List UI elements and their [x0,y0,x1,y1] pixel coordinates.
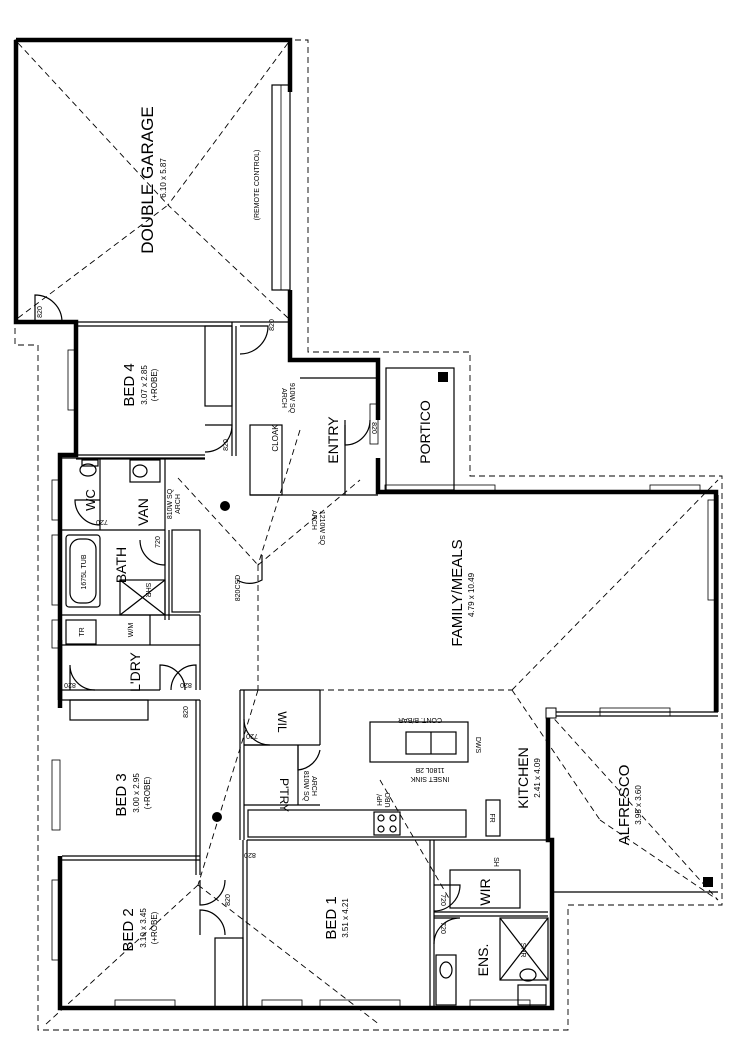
ens-name: ENS. [475,944,491,977]
bed2-name: BED 2 [120,908,137,951]
kitchen-ubo: UBO [385,792,392,808]
garage-name: DOUBLE GARAGE [138,106,157,253]
bed3-robe: (+ROBE) [143,776,152,809]
dim-arch-ptry-a: 810W SQ [302,771,309,802]
dim-arch-1210-b: ARCH [310,510,317,530]
kitchen-fr: FR [488,813,495,822]
kitchen-sink1: 1180L 2B [415,766,445,773]
kitchen-sink2: INSET SINK [410,775,449,782]
smoke-detectors [212,372,713,887]
bath-tub: 1675L TUB [81,554,88,589]
kitchen-hp: HP/ [377,794,384,806]
windows [51,349,717,1009]
garage-note: (REMOTE CONTROL) [254,150,261,221]
garage-door [271,84,291,291]
family-size: 4.79 x 10.49 [467,572,476,617]
family-name: FAMILY/MEALS [449,539,466,646]
van-name: VAN [135,498,151,526]
dim-820-bed4: 820 [269,319,276,331]
ldry-tr: TR [79,627,86,636]
dim-820-garage: 820 [37,306,44,318]
dim-arch-ptry-b: ARCH [310,776,317,796]
dim-arch-910-a: 910W SQ [288,383,295,414]
eave-outline [14,39,723,1031]
alfresco-size: 3.95 x 3.60 [634,785,643,825]
dim-820-bed2: 820 [244,851,256,858]
wc-name: WC [83,489,98,511]
ptry-name: P'TRY [277,778,291,812]
dim-arch-van-b: ARCH [175,494,182,514]
garage-size: 6.10 x 5.87 [159,158,168,198]
bed1-name: BED 1 [323,896,340,939]
kitchen-name: KITCHEN [515,747,531,808]
bed3-name: BED 3 [113,773,130,816]
bath-shr: SHR [144,583,151,598]
wir-sh: SH [492,857,499,867]
bed4-robe: (+ROBE) [150,368,159,401]
door-swings [34,294,461,945]
bed1-size: 3.51 x 4.21 [341,898,350,938]
bed3-size: 3.00 x 2.95 [132,773,141,813]
ens-shr: SHR [519,943,526,958]
dim-720-wil: 720 [246,732,258,739]
kitchen-dws: DWS [474,737,481,754]
cloak-name: CLOAK [271,424,280,452]
ldry-wm: W/M [128,623,135,638]
dim-arch-1210-a: 1210W SQ [318,511,325,546]
bath-name: BATH [113,547,129,583]
dim-arch-910-b: ARCH [280,388,287,408]
portico-name: PORTICO [417,400,433,464]
dim-720-wc: 720 [96,518,108,525]
dim-820-ldry-b: 820 [180,681,192,688]
dim-720-wir: 720 [439,894,446,906]
kitchen-size: 2.41 x 4.09 [533,758,542,798]
dim-720-ens: 720 [439,922,446,934]
entry-name: ENTRY [325,416,341,464]
dim-820-bed4b: 820 [223,439,230,451]
dim-720-bath: 720 [155,536,162,548]
bed2-size: 3.10 x 3.45 [139,908,148,948]
dim-arch-van-a: 810W SQ [167,488,174,519]
bed4-size: 3.07 x 2.85 [140,365,149,405]
alfresco-name: ALFRESCO [616,765,633,846]
dim-820-ldry-a: 820 [64,681,76,688]
kitchen-bar: CONT. B/BAR [398,716,442,723]
dim-820-entry: 820 [370,422,377,434]
dimension-notes: 820 820 820 820 910W SQ ARCH 1210W SQ AR… [37,306,446,934]
dim-820-bed2b: 820 [225,894,232,906]
roof-hip-lines [17,42,719,1026]
wir-name: WIR [477,878,493,905]
exterior-walls [13,37,719,1011]
bed4-name: BED 4 [121,363,138,406]
bed2-robe: (+ROBE) [150,911,159,944]
dim-csd: 820CSD [235,575,242,601]
wil-name: WIL [275,711,289,733]
ldry-name: L'DRY [127,651,143,691]
room-labels: DOUBLE GARAGE 6.10 x 5.87 (REMOTE CONTRO… [79,106,643,976]
interior-walls [60,321,719,1009]
dim-820-ldry-c: 820 [183,706,190,718]
